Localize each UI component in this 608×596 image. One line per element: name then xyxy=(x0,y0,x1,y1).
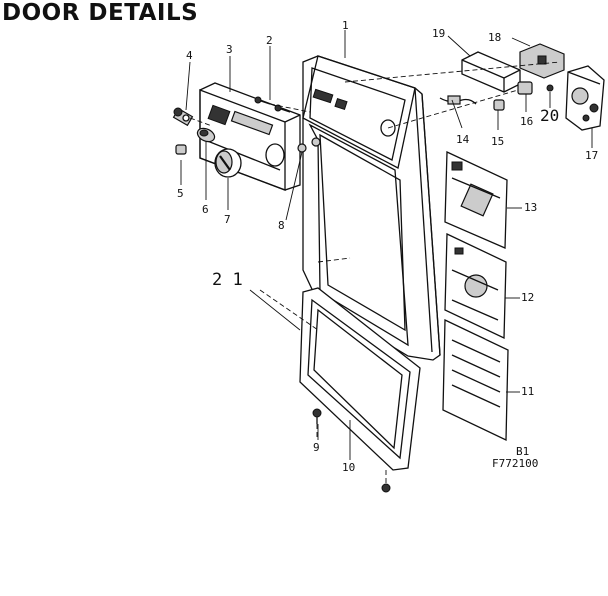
timer-switch xyxy=(565,65,605,131)
bottom-screw xyxy=(381,470,391,493)
callout-5: 5 xyxy=(177,187,184,200)
drawing-ref-line1: B1 xyxy=(516,445,530,458)
push-button xyxy=(196,127,216,143)
leader-lines xyxy=(180,30,593,460)
instruction-card-bottom xyxy=(442,318,509,442)
callout-3: 3 xyxy=(226,43,233,56)
instruction-card-top xyxy=(444,150,508,249)
small-knob xyxy=(175,144,187,155)
callout-12: 12 xyxy=(521,291,535,304)
callout-9: 9 xyxy=(313,441,320,454)
callout-16: 16 xyxy=(520,115,534,128)
panel-clips xyxy=(297,137,321,153)
explode-lines xyxy=(189,61,561,440)
switch-assembly xyxy=(172,107,194,127)
callout-10: 10 xyxy=(342,461,356,474)
callout-18: 18 xyxy=(488,31,502,44)
callout-1: 1 xyxy=(342,19,349,32)
small-screw xyxy=(546,84,554,92)
panel-screws xyxy=(254,96,291,113)
connector xyxy=(493,99,505,111)
latch-bracket xyxy=(461,51,521,93)
callout-2: 2 xyxy=(266,34,273,47)
callout-4: 4 xyxy=(186,49,193,62)
wire-harness xyxy=(439,95,477,105)
frame-screw xyxy=(312,408,322,424)
callout-15: 15 xyxy=(491,135,505,148)
callout-13: 13 xyxy=(524,201,538,214)
callout-11: 11 xyxy=(521,385,535,398)
diagram-title: DOOR DETAILS xyxy=(2,0,199,26)
callout-21: 2 1 xyxy=(212,270,243,290)
lower-trim-frame xyxy=(299,287,421,471)
outer-door-panel xyxy=(302,55,441,361)
callout-8: 8 xyxy=(278,219,285,232)
instruction-card-middle xyxy=(444,232,507,340)
callout-20: 20 xyxy=(540,106,560,125)
latch-block xyxy=(519,43,565,79)
callout-17: 17 xyxy=(585,149,599,162)
drawing-ref-line2: F772100 xyxy=(492,457,539,470)
callout-19: 19 xyxy=(432,27,446,40)
callout-14: 14 xyxy=(456,133,470,146)
terminal-block xyxy=(517,81,533,95)
dial-knob xyxy=(214,148,242,178)
callout-6: 6 xyxy=(202,203,209,216)
callout-7: 7 xyxy=(224,213,231,226)
